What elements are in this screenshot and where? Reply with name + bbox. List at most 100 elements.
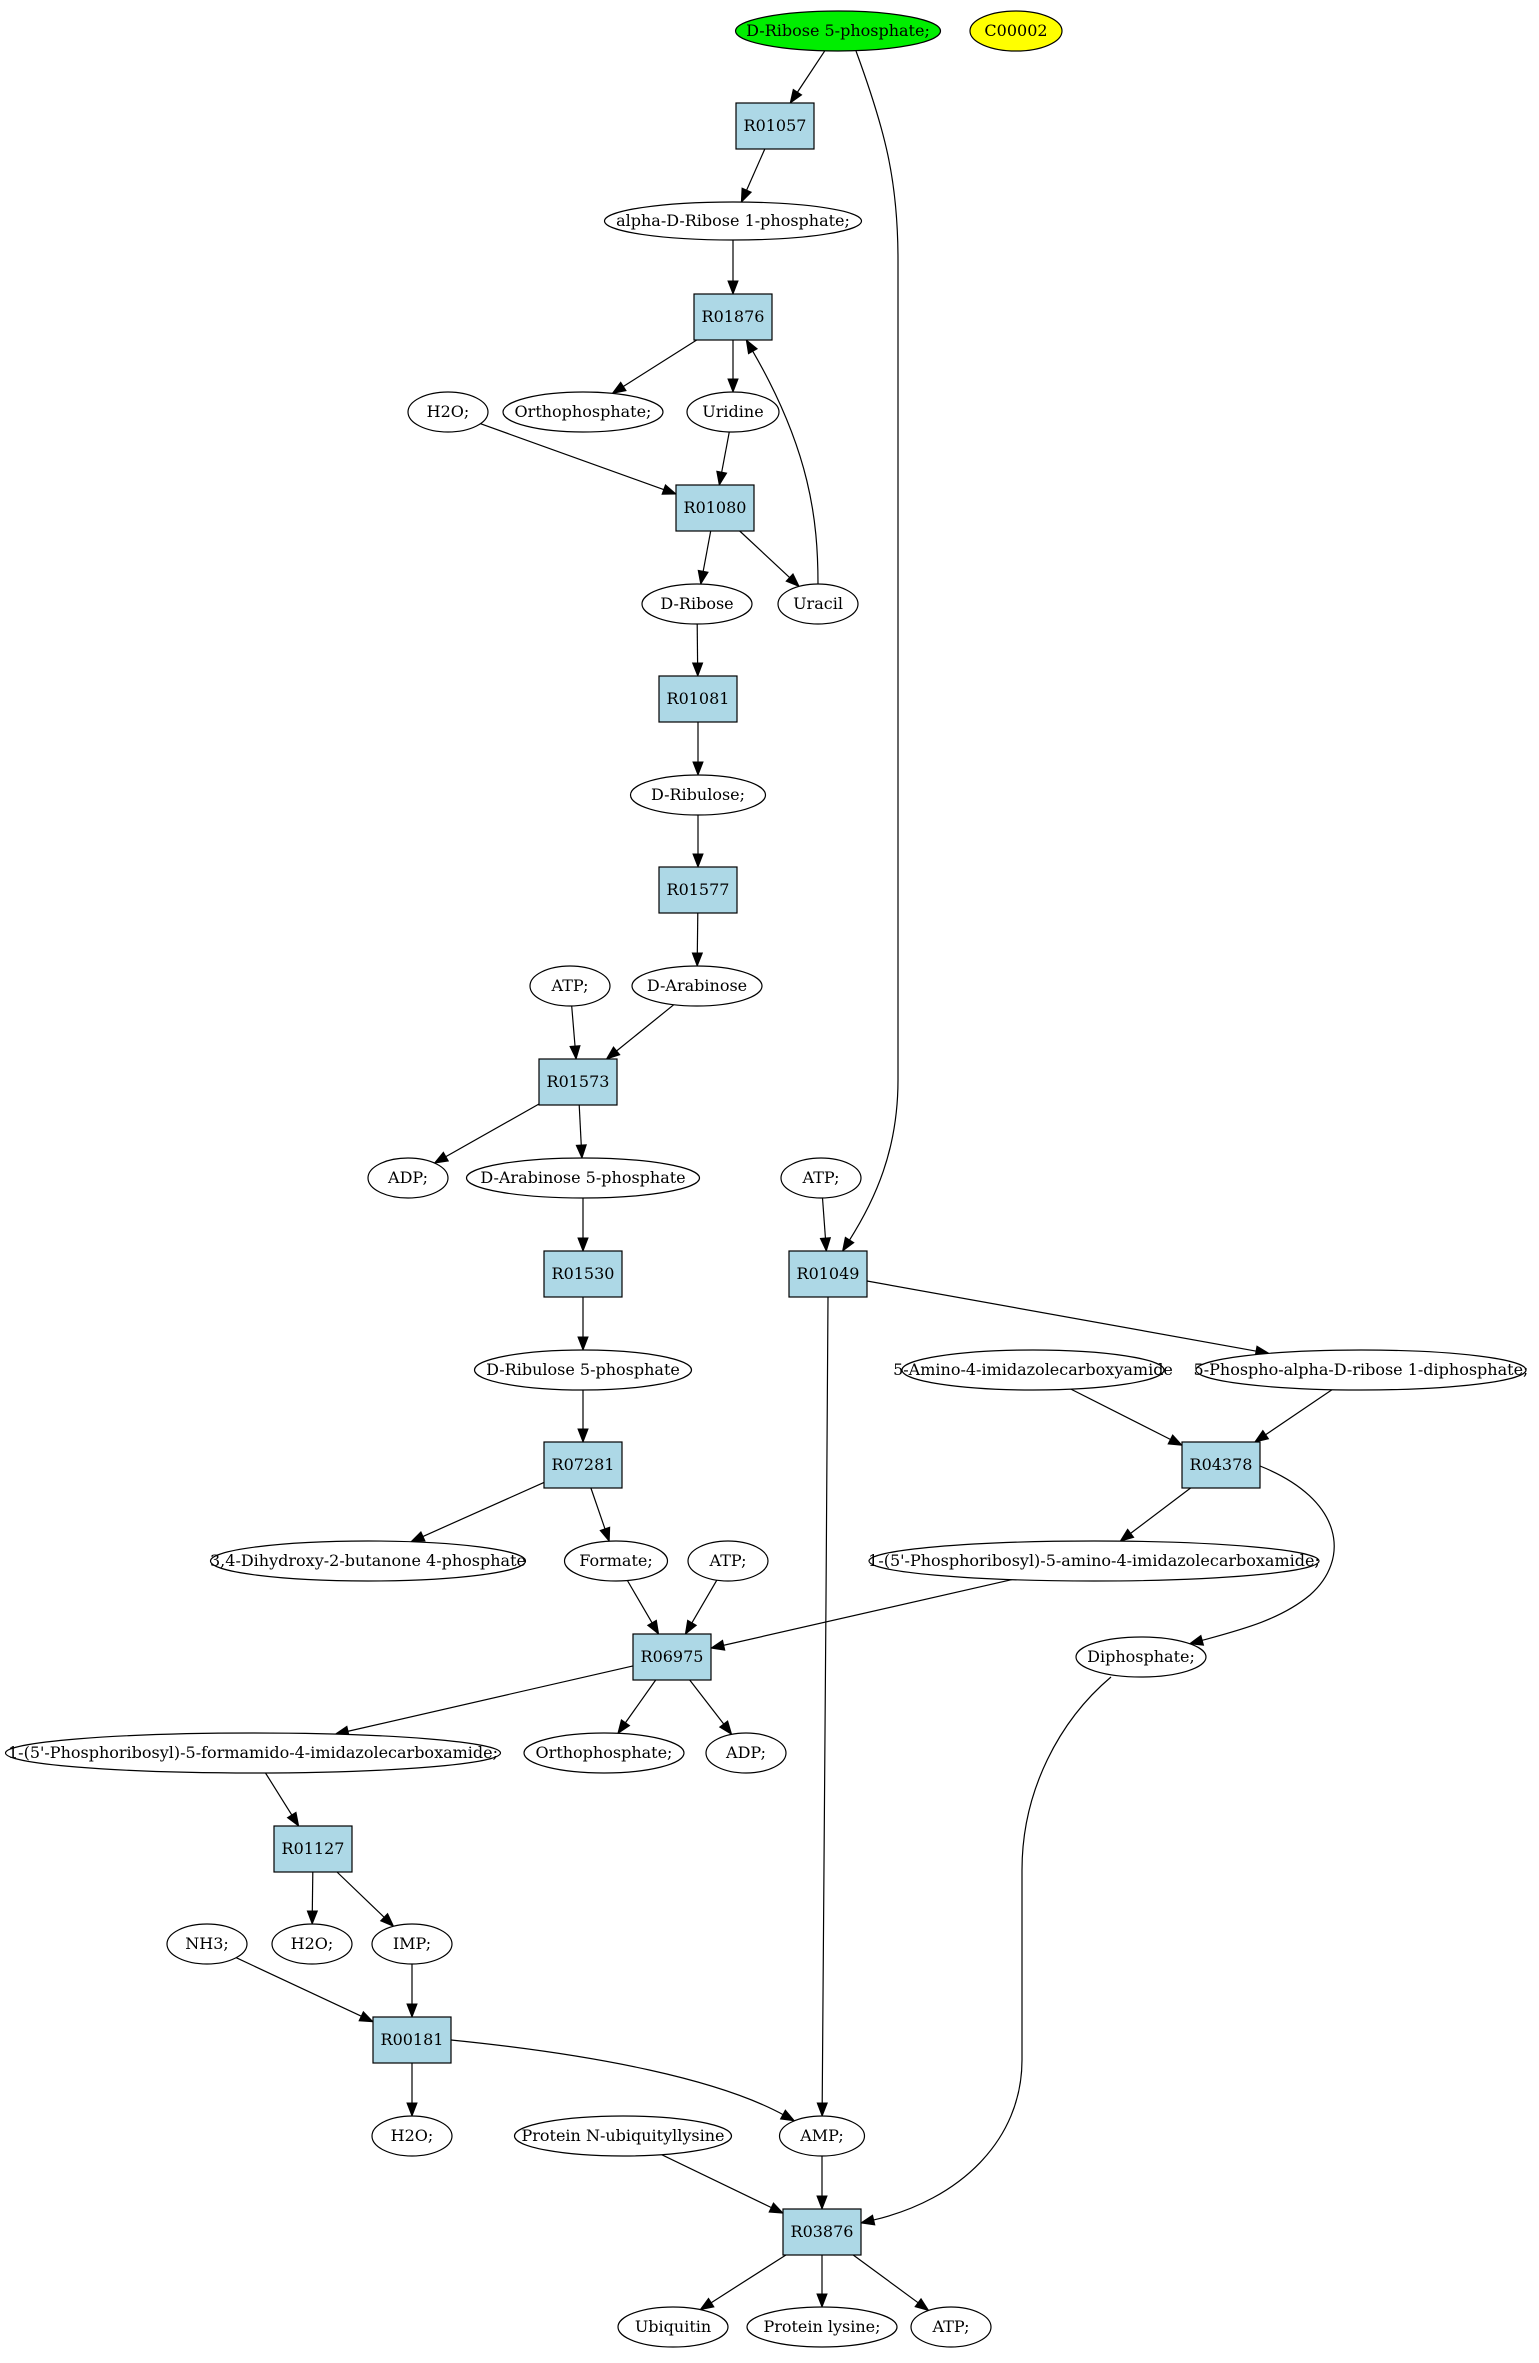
reaction-box — [372, 2016, 452, 2064]
arrowhead-icon — [727, 280, 739, 296]
edge-R01127-to-imp — [336, 1871, 395, 1928]
reaction-node-R00181[interactable]: R00181 — [372, 2016, 452, 2064]
compound-node-adp_1[interactable]: ADP; — [367, 1157, 449, 1199]
edge-R06975-to-pi_2 — [617, 1679, 657, 1735]
reaction-node-R01530[interactable]: R01530 — [543, 1250, 623, 1298]
arrowhead-icon — [697, 569, 709, 586]
compound-ellipse — [617, 2306, 729, 2348]
compound-node-c00002[interactable]: C00002 — [969, 10, 1063, 52]
edge-line — [848, 50, 899, 1242]
compound-node-ppi[interactable]: Diphosphate; — [1075, 1636, 1207, 1678]
arrowhead-icon — [692, 761, 704, 777]
compound-node-uracil[interactable]: Uracil — [777, 583, 859, 625]
compound-node-atp_1[interactable]: ATP; — [529, 965, 611, 1007]
reaction-node-R01876[interactable]: R01876 — [693, 293, 773, 341]
compound-ellipse — [529, 965, 611, 1007]
compound-node-h2o_1[interactable]: H2O; — [407, 391, 489, 433]
arrowhead-icon — [859, 2214, 876, 2226]
compound-node-atp_4[interactable]: ATP; — [910, 2306, 992, 2348]
reaction-box — [543, 1250, 623, 1298]
arrowhead-icon — [692, 853, 704, 869]
compound-node-h2o_2[interactable]: H2O; — [271, 1923, 353, 1965]
compound-ellipse — [166, 1923, 248, 1965]
compound-node-protub[interactable]: Protein N-ubiquityllysine — [513, 2115, 733, 2157]
edge-line — [821, 1296, 829, 2105]
compound-node-atp_3[interactable]: ATP; — [687, 1540, 769, 1582]
compound-node-darab5p[interactable]: D-Arabinose 5-phosphate — [465, 1157, 701, 1199]
reaction-node-R01577[interactable]: R01577 — [658, 866, 738, 914]
node-label: 5-Amino-4-imidazolecarboxyamide — [893, 1360, 1173, 1379]
compound-node-dribose[interactable]: D-Ribose — [641, 583, 753, 625]
compound-node-nh3[interactable]: NH3; — [166, 1923, 248, 1965]
edge-line — [690, 1579, 718, 1624]
node-label: R01081 — [667, 689, 730, 708]
compound-node-pi_1[interactable]: Orthophosphate; — [502, 391, 664, 433]
compound-node-pi_2[interactable]: Orthophosphate; — [523, 1732, 685, 1774]
reaction-node-R07281[interactable]: R07281 — [543, 1441, 623, 1489]
compound-node-imp[interactable]: IMP; — [371, 1923, 453, 1965]
edge-aica-to-R04378 — [1070, 1388, 1184, 1446]
reaction-node-R06975[interactable]: R06975 — [632, 1633, 712, 1681]
arrowhead-icon — [745, 338, 759, 355]
edge-R06975-to-adp_2 — [689, 1679, 733, 1736]
edge-line — [710, 2254, 787, 2304]
node-label: R07281 — [552, 1455, 615, 1474]
reaction-node-R04378[interactable]: R04378 — [1181, 1441, 1261, 1489]
reaction-node-R01057[interactable]: R01057 — [735, 102, 815, 150]
edge-R01080-to-dribose — [697, 530, 712, 586]
reaction-box — [543, 1441, 623, 1489]
reaction-node-R01573[interactable]: R01573 — [538, 1058, 618, 1106]
edge-R01080-to-uracil — [739, 530, 801, 588]
compound-ellipse — [209, 1540, 527, 1582]
node-label: R03876 — [791, 2222, 854, 2241]
compound-node-h2o_3[interactable]: H2O; — [371, 2115, 453, 2157]
edge-atp_1-to-R01573 — [569, 1005, 581, 1061]
compound-ellipse — [523, 1732, 685, 1774]
arrowhead-icon — [617, 1718, 631, 1735]
arrowhead-icon — [699, 2297, 715, 2311]
compound-node-aica[interactable]: 5-Amino-4-imidazolecarboxyamide — [893, 1349, 1173, 1391]
compound-node-rib5p[interactable]: D-Ribose 5-phosphate; — [734, 10, 942, 52]
edge-line — [872, 1676, 1112, 2221]
compound-ellipse — [969, 10, 1063, 52]
compound-node-faicar[interactable]: 1-(5'-Phosphoribosyl)-5-formamido-4-imid… — [4, 1732, 502, 1774]
compound-ellipse — [631, 965, 763, 1007]
compound-node-uridine[interactable]: Uridine — [686, 391, 780, 433]
reaction-node-R01081[interactable]: R01081 — [658, 675, 738, 723]
compound-ellipse — [367, 1157, 449, 1199]
reaction-node-R01080[interactable]: R01080 — [675, 484, 755, 532]
compound-node-adp_2[interactable]: ADP; — [705, 1732, 787, 1774]
compound-node-amp[interactable]: AMP; — [778, 2115, 866, 2157]
edge-dribulose-to-R01577 — [692, 815, 704, 869]
edge-R07281-to-dhbp — [409, 1481, 545, 1543]
edge-R07281-to-formate — [590, 1487, 611, 1543]
compound-node-ubiquitin[interactable]: Ubiquitin — [617, 2306, 729, 2348]
compound-node-ar1p[interactable]: alpha-D-Ribose 1-phosphate; — [603, 201, 863, 241]
edge-line — [661, 2154, 773, 2209]
edge-dribu5p-to-R07281 — [577, 1390, 589, 1444]
compound-node-dribu5p[interactable]: D-Ribulose 5-phosphate — [473, 1349, 693, 1391]
arrowhead-icon — [409, 1531, 426, 1543]
compound-node-darab[interactable]: D-Arabinose — [631, 965, 763, 1007]
edge-line — [702, 530, 712, 573]
node-label: R04378 — [1190, 1455, 1253, 1474]
edge-line — [450, 2039, 785, 2116]
reaction-node-R01127[interactable]: R01127 — [273, 1825, 353, 1873]
edge-R01876-to-pi_1 — [611, 339, 698, 395]
edge-rib5p-to-R01057 — [789, 50, 826, 105]
reaction-node-R03876[interactable]: R03876 — [782, 2208, 862, 2256]
compound-node-prpp[interactable]: 5-Phospho-alpha-D-ribose 1-diphosphate; — [1194, 1349, 1529, 1391]
compound-node-formate[interactable]: Formate; — [563, 1540, 669, 1582]
compound-node-atp_2[interactable]: ATP; — [780, 1157, 862, 1199]
reaction-node-R01049[interactable]: R01049 — [788, 1250, 868, 1298]
compound-ellipse — [705, 1732, 787, 1774]
node-label: Protein N-ubiquityllysine — [521, 2126, 724, 2145]
arrowhead-icon — [914, 2297, 930, 2312]
compound-node-aicar[interactable]: 1-(5'-Phosphoribosyl)-5-amino-4-imidazol… — [868, 1540, 1320, 1582]
compound-node-protlys[interactable]: Protein lysine; — [746, 2306, 898, 2348]
reaction-box — [632, 1633, 712, 1681]
arrowhead-icon — [768, 2202, 785, 2214]
edge-line — [720, 431, 730, 474]
compound-node-dhbp[interactable]: 3,4-Dihydroxy-2-butanone 4-phosphate — [209, 1540, 527, 1582]
compound-node-dribulose[interactable]: D-Ribulose; — [629, 774, 767, 816]
